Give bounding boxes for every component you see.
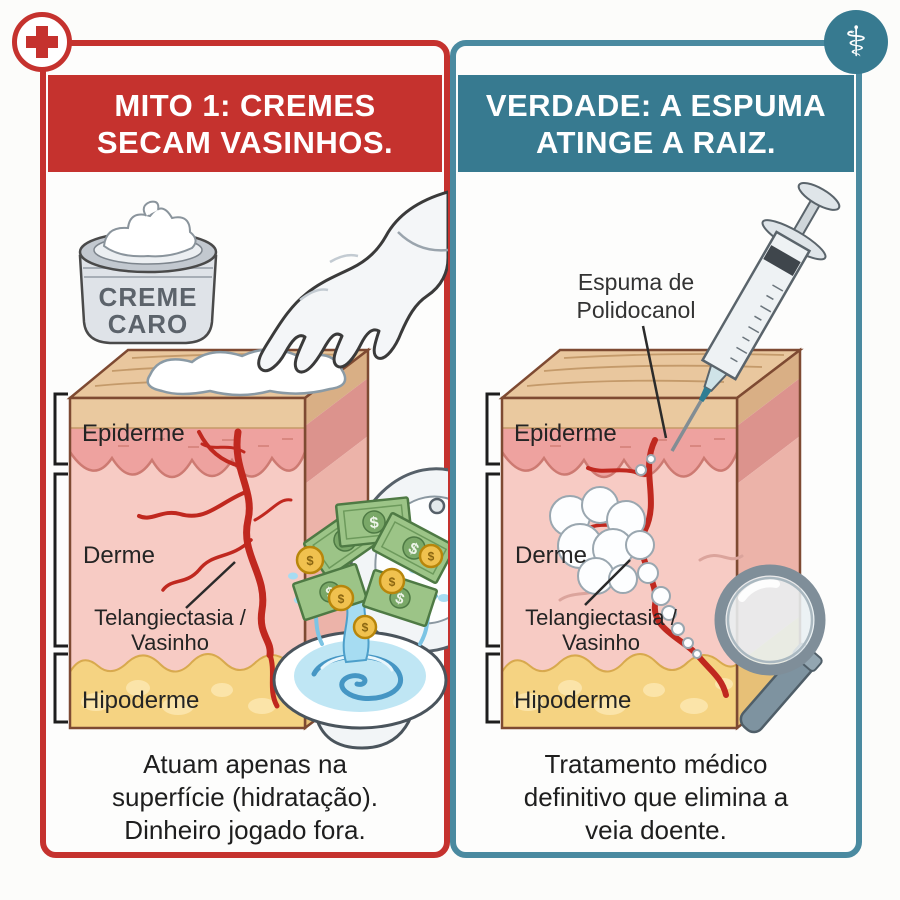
vein-label-line1: Telangiectasia / [94,605,247,630]
hypodermis-label: Hipoderme [514,687,631,714]
syringe-icon [670,182,841,452]
epidermis-label: Epiderme [82,420,185,447]
myth-title-line1: MITO 1: CREMES [114,87,376,123]
caption-line: definitivo que elimina a [523,782,789,812]
coins-icon: $ $ $ $ $ [295,543,444,640]
dollar-sign: $ [338,592,345,606]
caption-line: veia doente. [585,815,727,845]
jar-label-line1: CREME [99,282,198,312]
dollar-sign: $ [306,553,314,568]
vein-pointer-line [185,561,236,609]
hypodermis-label: Hipoderme [82,687,199,714]
cross-glyph [26,26,58,58]
epidermis-label: Epiderme [514,420,617,447]
dollar-sign: $ [362,621,369,635]
foam-pointer-line [641,325,668,439]
caption-line: Dinheiro jogado fora. [124,815,366,845]
truth-caption: Tratamento médico definitivo que elimina… [464,748,848,847]
dermis-label: Derme [515,542,587,569]
myth-title-line2: SECAM VASINHOS. [96,124,394,160]
caduceus-icon: ⚕ [824,10,888,74]
dollar-sign: $ [428,550,435,564]
medical-cross-icon [12,12,72,72]
caption-line: superfície (hidratação). [112,782,378,812]
vein-label-line2: Vasinho [562,630,640,655]
dermis-label: Derme [83,542,155,569]
money-bills-icon: $ $ $ $ $ [292,496,448,627]
dollar-sign: $ [369,515,380,533]
myth-illustration: Epiderme Derme Telangiectasia / Vasinho … [53,190,448,750]
myth-header: MITO 1: CREMES SECAM VASINHOS. [48,75,442,172]
caption-line: Atuam apenas na [143,749,347,779]
needle [670,399,703,452]
truth-illustration: Epiderme Derme Telangiectasia / Vasinho … [485,182,841,734]
truth-header: VERDADE: A ESPUMA ATINGE A RAIZ. [458,75,854,172]
caduceus-glyph: ⚕ [844,17,868,66]
spider-veins [137,428,293,709]
caption-line: Tratamento médico [544,749,768,779]
foam-label-line2: Polidocanol [577,297,696,323]
truth-title-line2: ATINGE A RAIZ. [535,124,777,160]
layer-brackets [485,392,500,724]
foam-label-line1: Espuma de [578,269,694,295]
gloved-hand-icon [257,190,448,374]
vein-label-line1: Telangiectasia / [525,605,678,630]
magnifying-glass-icon [714,564,826,734]
truth-title-line1: VERDADE: A ESPUMA [485,87,827,123]
jar-label-line2: CARO [108,309,189,339]
vein-pointer-line [584,559,631,606]
cream-jar: CREME CARO [78,200,218,345]
dollar-sign: $ [389,575,396,589]
myth-caption: Atuam apenas na superfície (hidratação).… [54,748,436,847]
vein-label-line2: Vasinho [131,630,209,655]
layer-brackets [53,392,68,724]
